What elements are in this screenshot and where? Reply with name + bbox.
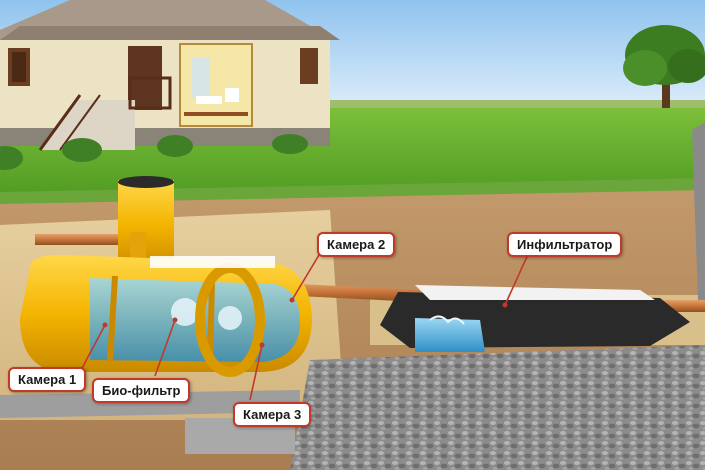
label-chamber-1: Камера 1: [8, 367, 87, 392]
label-chamber-2: Камера 2: [317, 232, 396, 257]
label-biofilter: Био-фильтр: [92, 378, 191, 403]
infiltrator: [380, 285, 690, 352]
tree: [623, 25, 705, 118]
label-infiltrator: Инфильтратор: [507, 232, 623, 257]
septic-tank: [20, 255, 312, 377]
house: [0, 0, 340, 151]
label-chamber-3: Камера 3: [233, 402, 312, 427]
